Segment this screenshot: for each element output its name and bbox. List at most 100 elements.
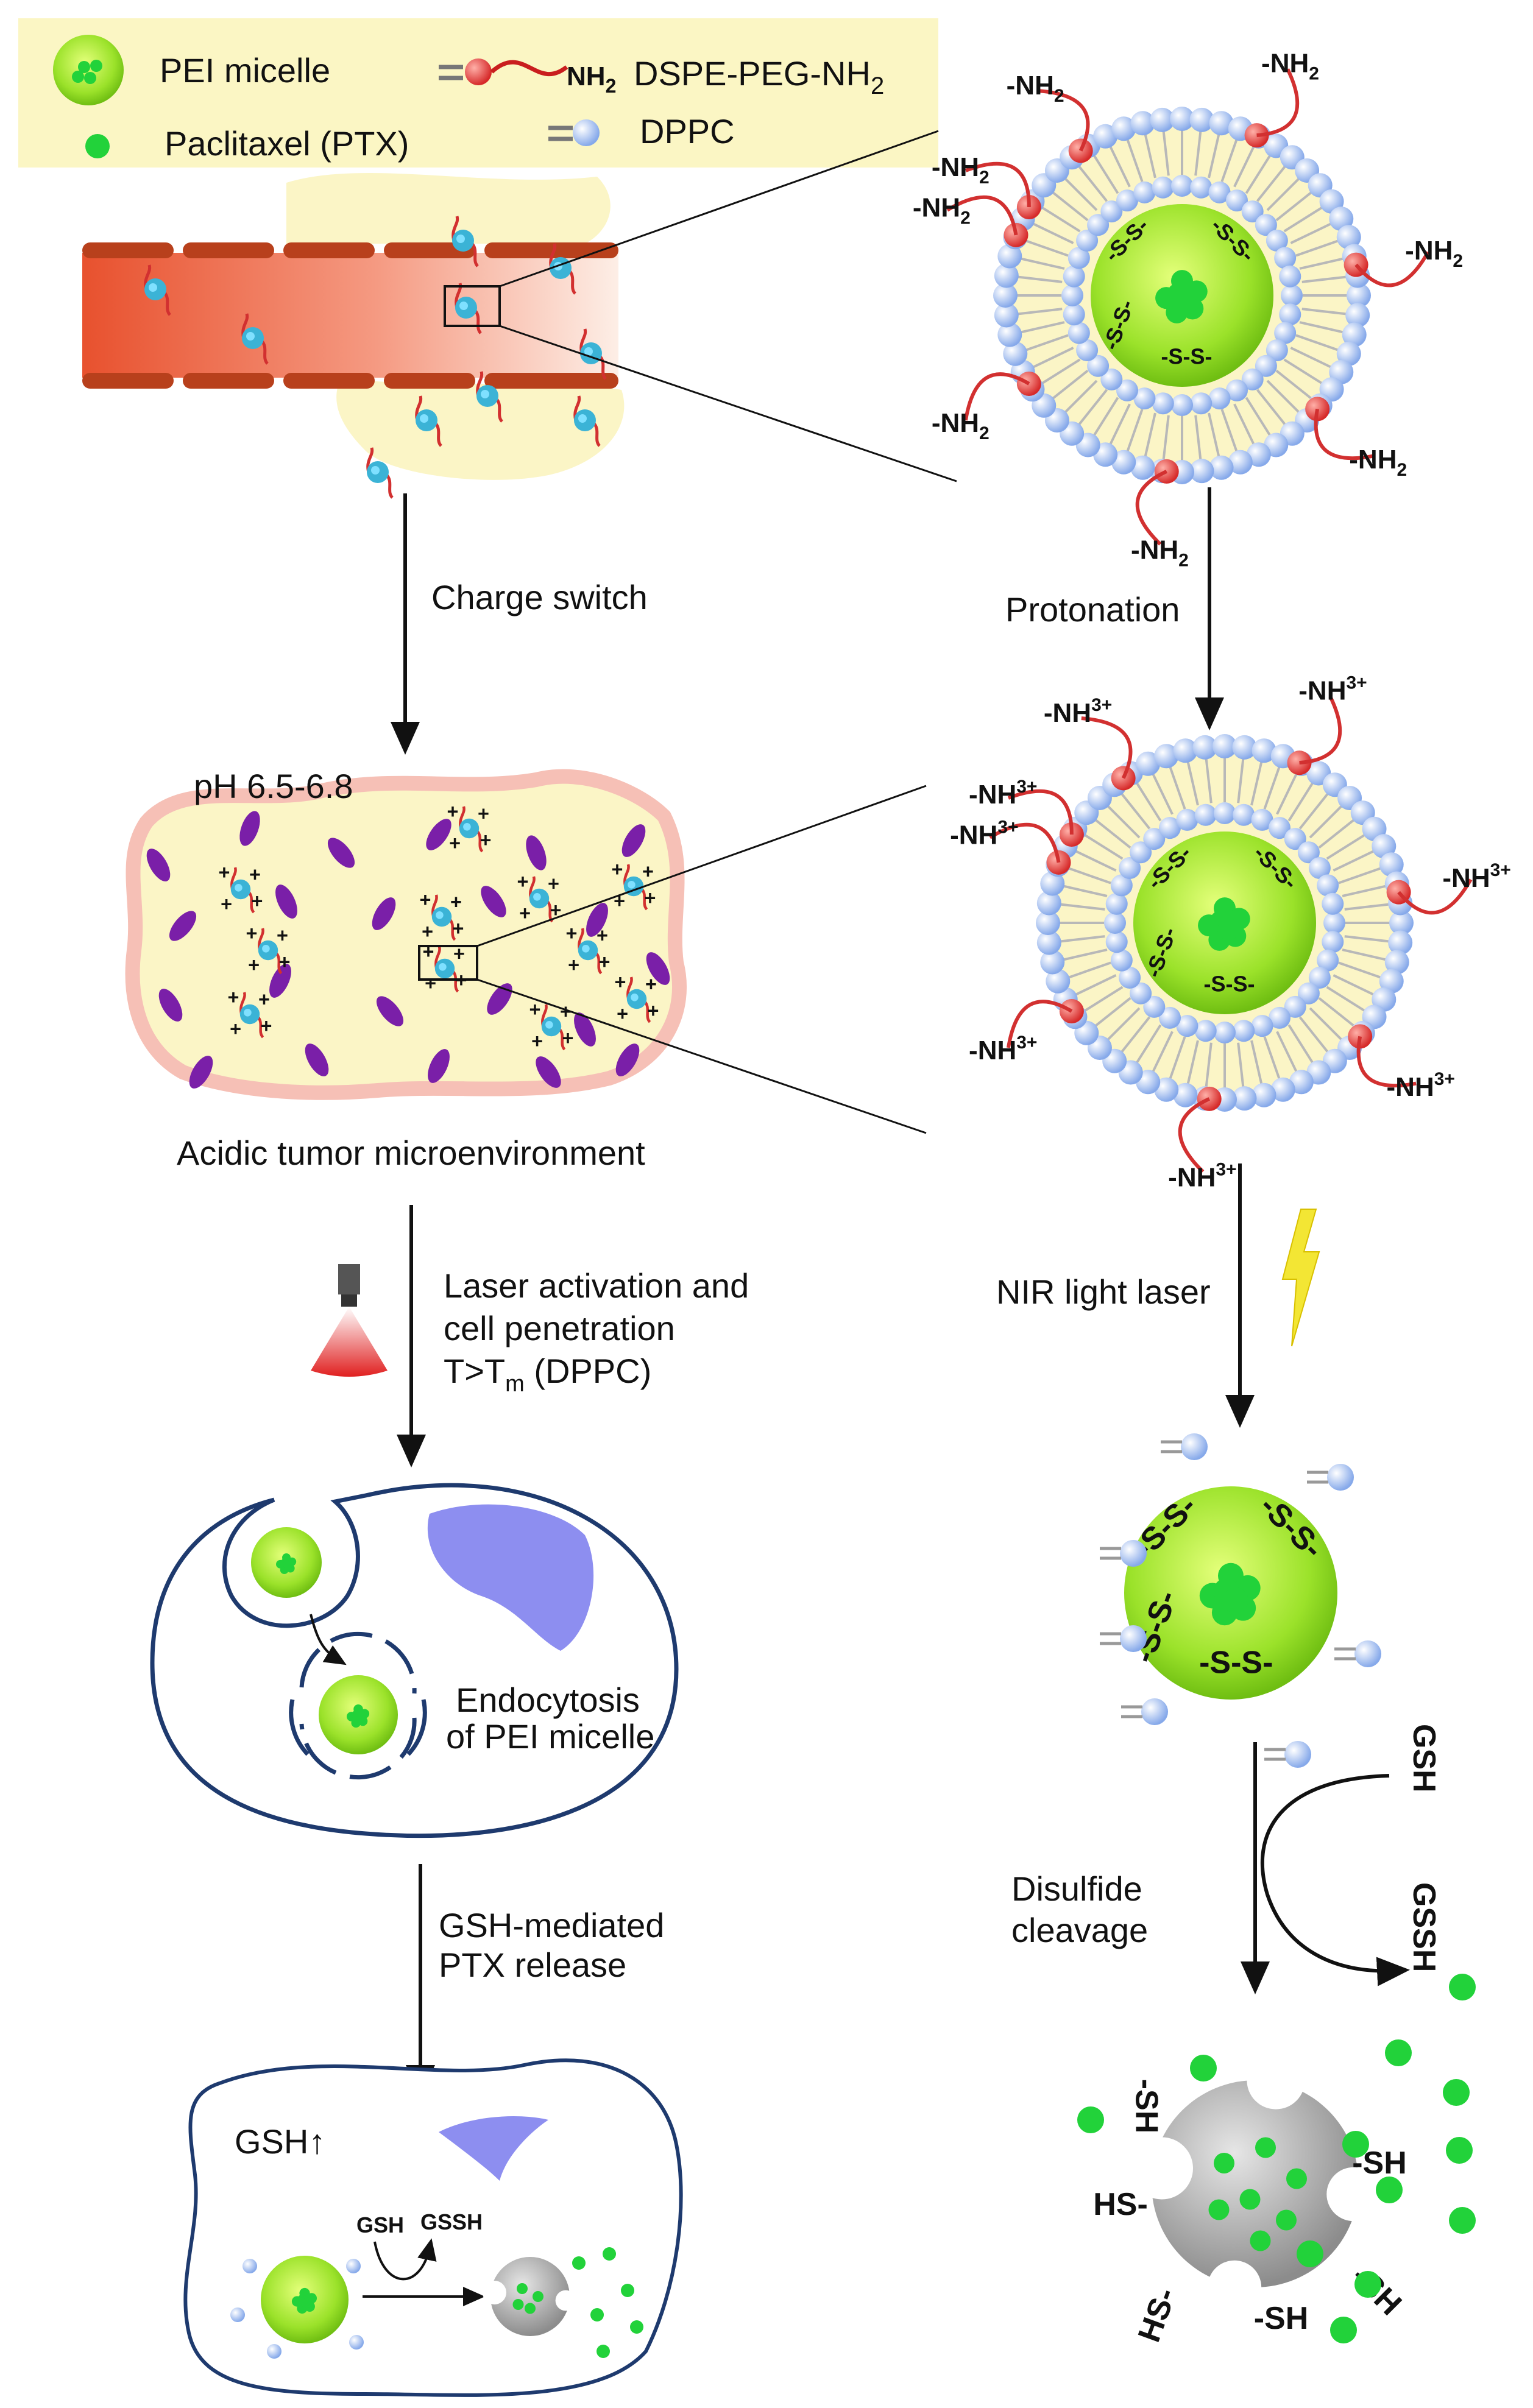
lipid-tail	[1208, 412, 1220, 457]
released-ptx	[1077, 2106, 1104, 2133]
dppc-headgroup-outer	[1347, 283, 1371, 308]
nanoparticle-highlight	[262, 945, 270, 953]
lipid-tail	[1220, 409, 1238, 453]
dppc-headgroup-outer	[1379, 969, 1404, 994]
lipid-tail	[1233, 146, 1255, 188]
lipid-tail	[1025, 239, 1069, 257]
lipid-tail	[1064, 177, 1098, 211]
gsh-release-label-line2: PTX release	[439, 1946, 626, 1984]
lipid-tail	[1025, 334, 1069, 351]
lipid-tail	[1169, 766, 1186, 810]
dppc-headgroup-outer	[1252, 1082, 1276, 1107]
degraded-core	[1152, 2080, 1359, 2287]
lipid-tail	[1126, 409, 1144, 453]
dppc-headgroup-inner	[1241, 368, 1264, 390]
positive-charge: +	[560, 1001, 572, 1023]
release-intact-micelle	[230, 2256, 364, 2359]
nh2-terminal: -NH2	[1405, 236, 1463, 271]
endocytosis-label-line1: Endocytosis	[456, 1681, 640, 1719]
positive-charge: +	[221, 893, 232, 915]
lipid-tail	[1067, 961, 1111, 979]
disulfide-label-line1: Disulfide	[1011, 1870, 1142, 1908]
liposome-neutral: -S-S--S-S--S-S--S-S--NH2-NH2-NH2-NH2-NH2…	[913, 48, 1463, 570]
dppc-headgroup-outer	[1389, 911, 1414, 935]
lipid-tail	[1152, 773, 1174, 815]
detached-dppc	[1354, 1640, 1381, 1667]
ptx-dot	[1222, 1587, 1248, 1614]
peg-chain	[385, 473, 394, 499]
dppc-headgroup-inner	[1116, 379, 1138, 401]
core-notch	[1326, 2167, 1381, 2222]
dppc-headgroup-inner	[1284, 828, 1306, 850]
zoom-line-1	[499, 130, 939, 288]
dppc-headgroup-inner	[1143, 828, 1166, 850]
ptx-dot	[301, 2298, 312, 2309]
nh2-terminal: -NH2	[1349, 445, 1407, 480]
released-ptx	[1330, 2317, 1357, 2343]
nh3-terminal: -NH3+	[1044, 695, 1112, 728]
dppc-headgroup-inner	[1208, 181, 1231, 203]
peg-chain	[1397, 878, 1473, 915]
release-gsh-text: GSH	[356, 2212, 404, 2237]
lipid-tail	[1301, 275, 1347, 283]
nh3-terminal: -NH3+	[950, 817, 1018, 850]
positive-charge: +	[480, 829, 492, 851]
tumor-cell	[526, 835, 547, 870]
dppc-headgroup-outer	[1150, 107, 1175, 132]
lipid-tail	[1060, 935, 1105, 943]
lipid-tail	[1342, 948, 1387, 961]
lipid-tail	[1275, 191, 1312, 222]
peg-chain	[1356, 1036, 1417, 1088]
tumor-tissue-scene: ++++++++++++++++++++++++++++++++++++++++…	[125, 769, 687, 1100]
disulfide-label-line2: cleavage	[1011, 1911, 1148, 1949]
peg-chain	[963, 372, 1030, 421]
released-ptx	[597, 2345, 610, 2358]
tumor-cell	[586, 903, 608, 937]
dppc-headgroup-inner	[1116, 189, 1138, 212]
ptx-dot	[517, 2283, 528, 2294]
lipid-tail	[1298, 1016, 1329, 1053]
lipid-tail	[1186, 1040, 1199, 1085]
dppc-headgroup-outer	[1336, 225, 1361, 250]
core-notch	[1207, 2260, 1262, 2315]
dppc-headgroup-inner	[1194, 803, 1217, 826]
dppc-headgroup-outer	[1342, 322, 1367, 347]
lipid-tail	[1020, 321, 1065, 334]
vessel-wall-bottom	[82, 373, 618, 389]
tumor-cell	[428, 1049, 450, 1083]
protonation-label: Protonation	[1005, 590, 1180, 629]
gsh-up-label: GSH↑	[235, 2122, 325, 2161]
positive-charge: +	[252, 890, 263, 912]
dppc-headgroup-inner	[1119, 967, 1141, 989]
ph-label: pH 6.5-6.8	[194, 767, 353, 805]
positive-charge: +	[478, 803, 489, 825]
dppc-headgroup-inner	[1297, 982, 1320, 1005]
dppc-headgroup-outer	[1154, 744, 1179, 769]
dppc-headgroup-inner	[1255, 355, 1277, 377]
dppc-headgroup-outer	[1189, 459, 1214, 484]
lipid-tail	[1326, 833, 1366, 860]
lipid-tail	[1064, 380, 1098, 414]
lipid-tail	[1338, 961, 1382, 979]
positive-charge: +	[423, 941, 434, 962]
micelle-in-endosome	[319, 1675, 398, 1754]
dppc-headgroup-inner	[1133, 387, 1156, 410]
ptx-dot	[1286, 2168, 1307, 2189]
positive-charge: +	[568, 954, 579, 976]
dppc-headgroup-inner	[1130, 841, 1152, 864]
nanoparticle-highlight	[584, 347, 593, 356]
positive-charge: +	[246, 922, 258, 944]
positive-charge: +	[550, 899, 562, 921]
endocytosis-arrow	[310, 1614, 347, 1665]
laser-source-icon	[311, 1264, 388, 1377]
detached-dppc	[1120, 1625, 1147, 1652]
lipid-tail	[1338, 867, 1382, 884]
tumor-cell	[189, 1056, 213, 1089]
lipid-tail	[1233, 403, 1255, 445]
lipid-tail	[1250, 761, 1263, 806]
positive-charge: +	[642, 861, 654, 883]
zoom-line-4	[476, 978, 927, 1134]
lipid-tail	[1266, 380, 1300, 414]
